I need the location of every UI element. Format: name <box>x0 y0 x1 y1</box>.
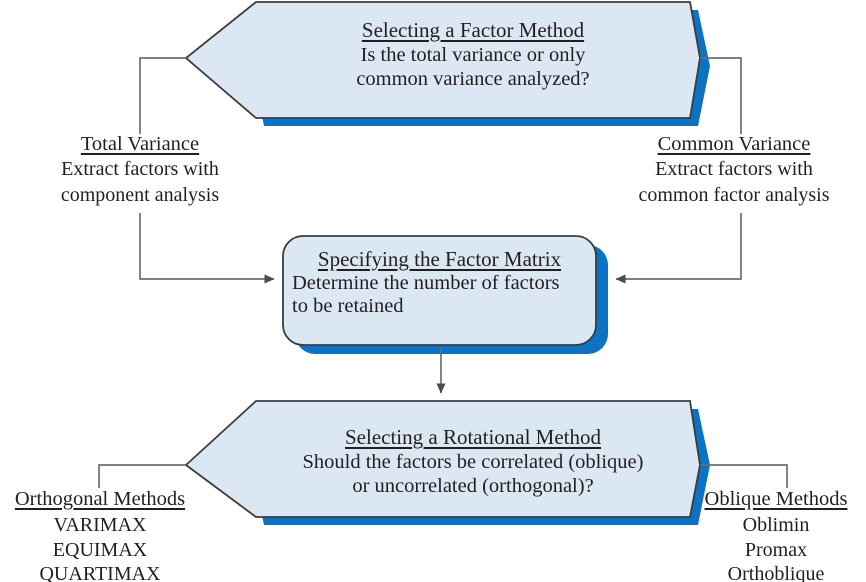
branch-top-left-body-line-1: Extract factors with <box>61 158 219 181</box>
branch-top-left-title: Total Variance <box>80 133 200 155</box>
branch-bottom-right: Oblique Methods Oblimin Promax Orthobliq… <box>686 487 866 582</box>
branch-top-right-title-wrap: Common Variance <box>602 132 866 156</box>
bottom-decision-body-line-2: or uncorrelated (orthogonal)? <box>352 475 594 498</box>
branch-bottom-right-item-2: Promax <box>744 538 808 561</box>
bottom-decision-hexagon[interactable] <box>184 400 701 518</box>
top-decision-body-line-2: common variance analyzed? <box>356 68 590 91</box>
middle-process-body-line-1: Determine the number of factors <box>292 271 560 294</box>
branch-bottom-left-items: VARIMAX EQUIMAX QUARTIMAX <box>0 513 200 582</box>
branch-top-right-body-line-2: common factor analysis <box>638 183 830 206</box>
middle-process-text: Specifying the Factor Matrix Determine t… <box>292 247 587 319</box>
branch-bottom-right-items: Oblimin Promax Orthoblique <box>686 513 866 582</box>
branch-bottom-left-item-1: VARIMAX <box>53 514 147 537</box>
branch-bottom-right-title: Oblique Methods <box>704 488 848 510</box>
bottom-decision-body-line-1: Should the factors be correlated (obliqu… <box>302 451 644 474</box>
branch-top-left-body-line-2: component analysis <box>60 183 220 206</box>
branch-top-right: Common Variance Extract factors with com… <box>602 132 866 207</box>
top-decision-text: Selecting a Factor Method Is the total v… <box>256 18 690 92</box>
branch-top-right-title: Common Variance <box>657 133 811 155</box>
middle-process-title: Specifying the Factor Matrix <box>317 247 562 271</box>
top-decision-hexagon[interactable] <box>184 1 701 119</box>
branch-bottom-left-item-2: EQUIMAX <box>52 538 148 561</box>
branch-bottom-right-item-1: Oblimin <box>742 514 810 537</box>
branch-bottom-right-title-wrap: Oblique Methods <box>686 487 866 511</box>
branch-top-left-title-wrap: Total Variance <box>0 132 280 156</box>
branch-top-left: Total Variance Extract factors with comp… <box>0 132 280 207</box>
branch-bottom-left-title-wrap: Orthogonal Methods <box>0 487 200 511</box>
branch-bottom-left-item-3: QUARTIMAX <box>39 562 161 582</box>
middle-process-body-line-2: to be retained <box>292 295 404 318</box>
bottom-decision-text: Selecting a Rotational Method Should the… <box>256 425 690 499</box>
top-decision-title: Selecting a Factor Method <box>361 18 585 42</box>
branch-bottom-right-item-3: Orthoblique <box>727 562 825 582</box>
top-decision-body-line-1: Is the total variance or only <box>360 44 586 67</box>
branch-bottom-left: Orthogonal Methods VARIMAX EQUIMAX QUART… <box>0 487 200 582</box>
bottom-decision-title: Selecting a Rotational Method <box>344 425 602 449</box>
branch-top-right-body-line-1: Extract factors with <box>655 158 813 181</box>
branch-bottom-left-title: Orthogonal Methods <box>14 488 186 510</box>
middle-process-box[interactable] <box>282 235 597 346</box>
